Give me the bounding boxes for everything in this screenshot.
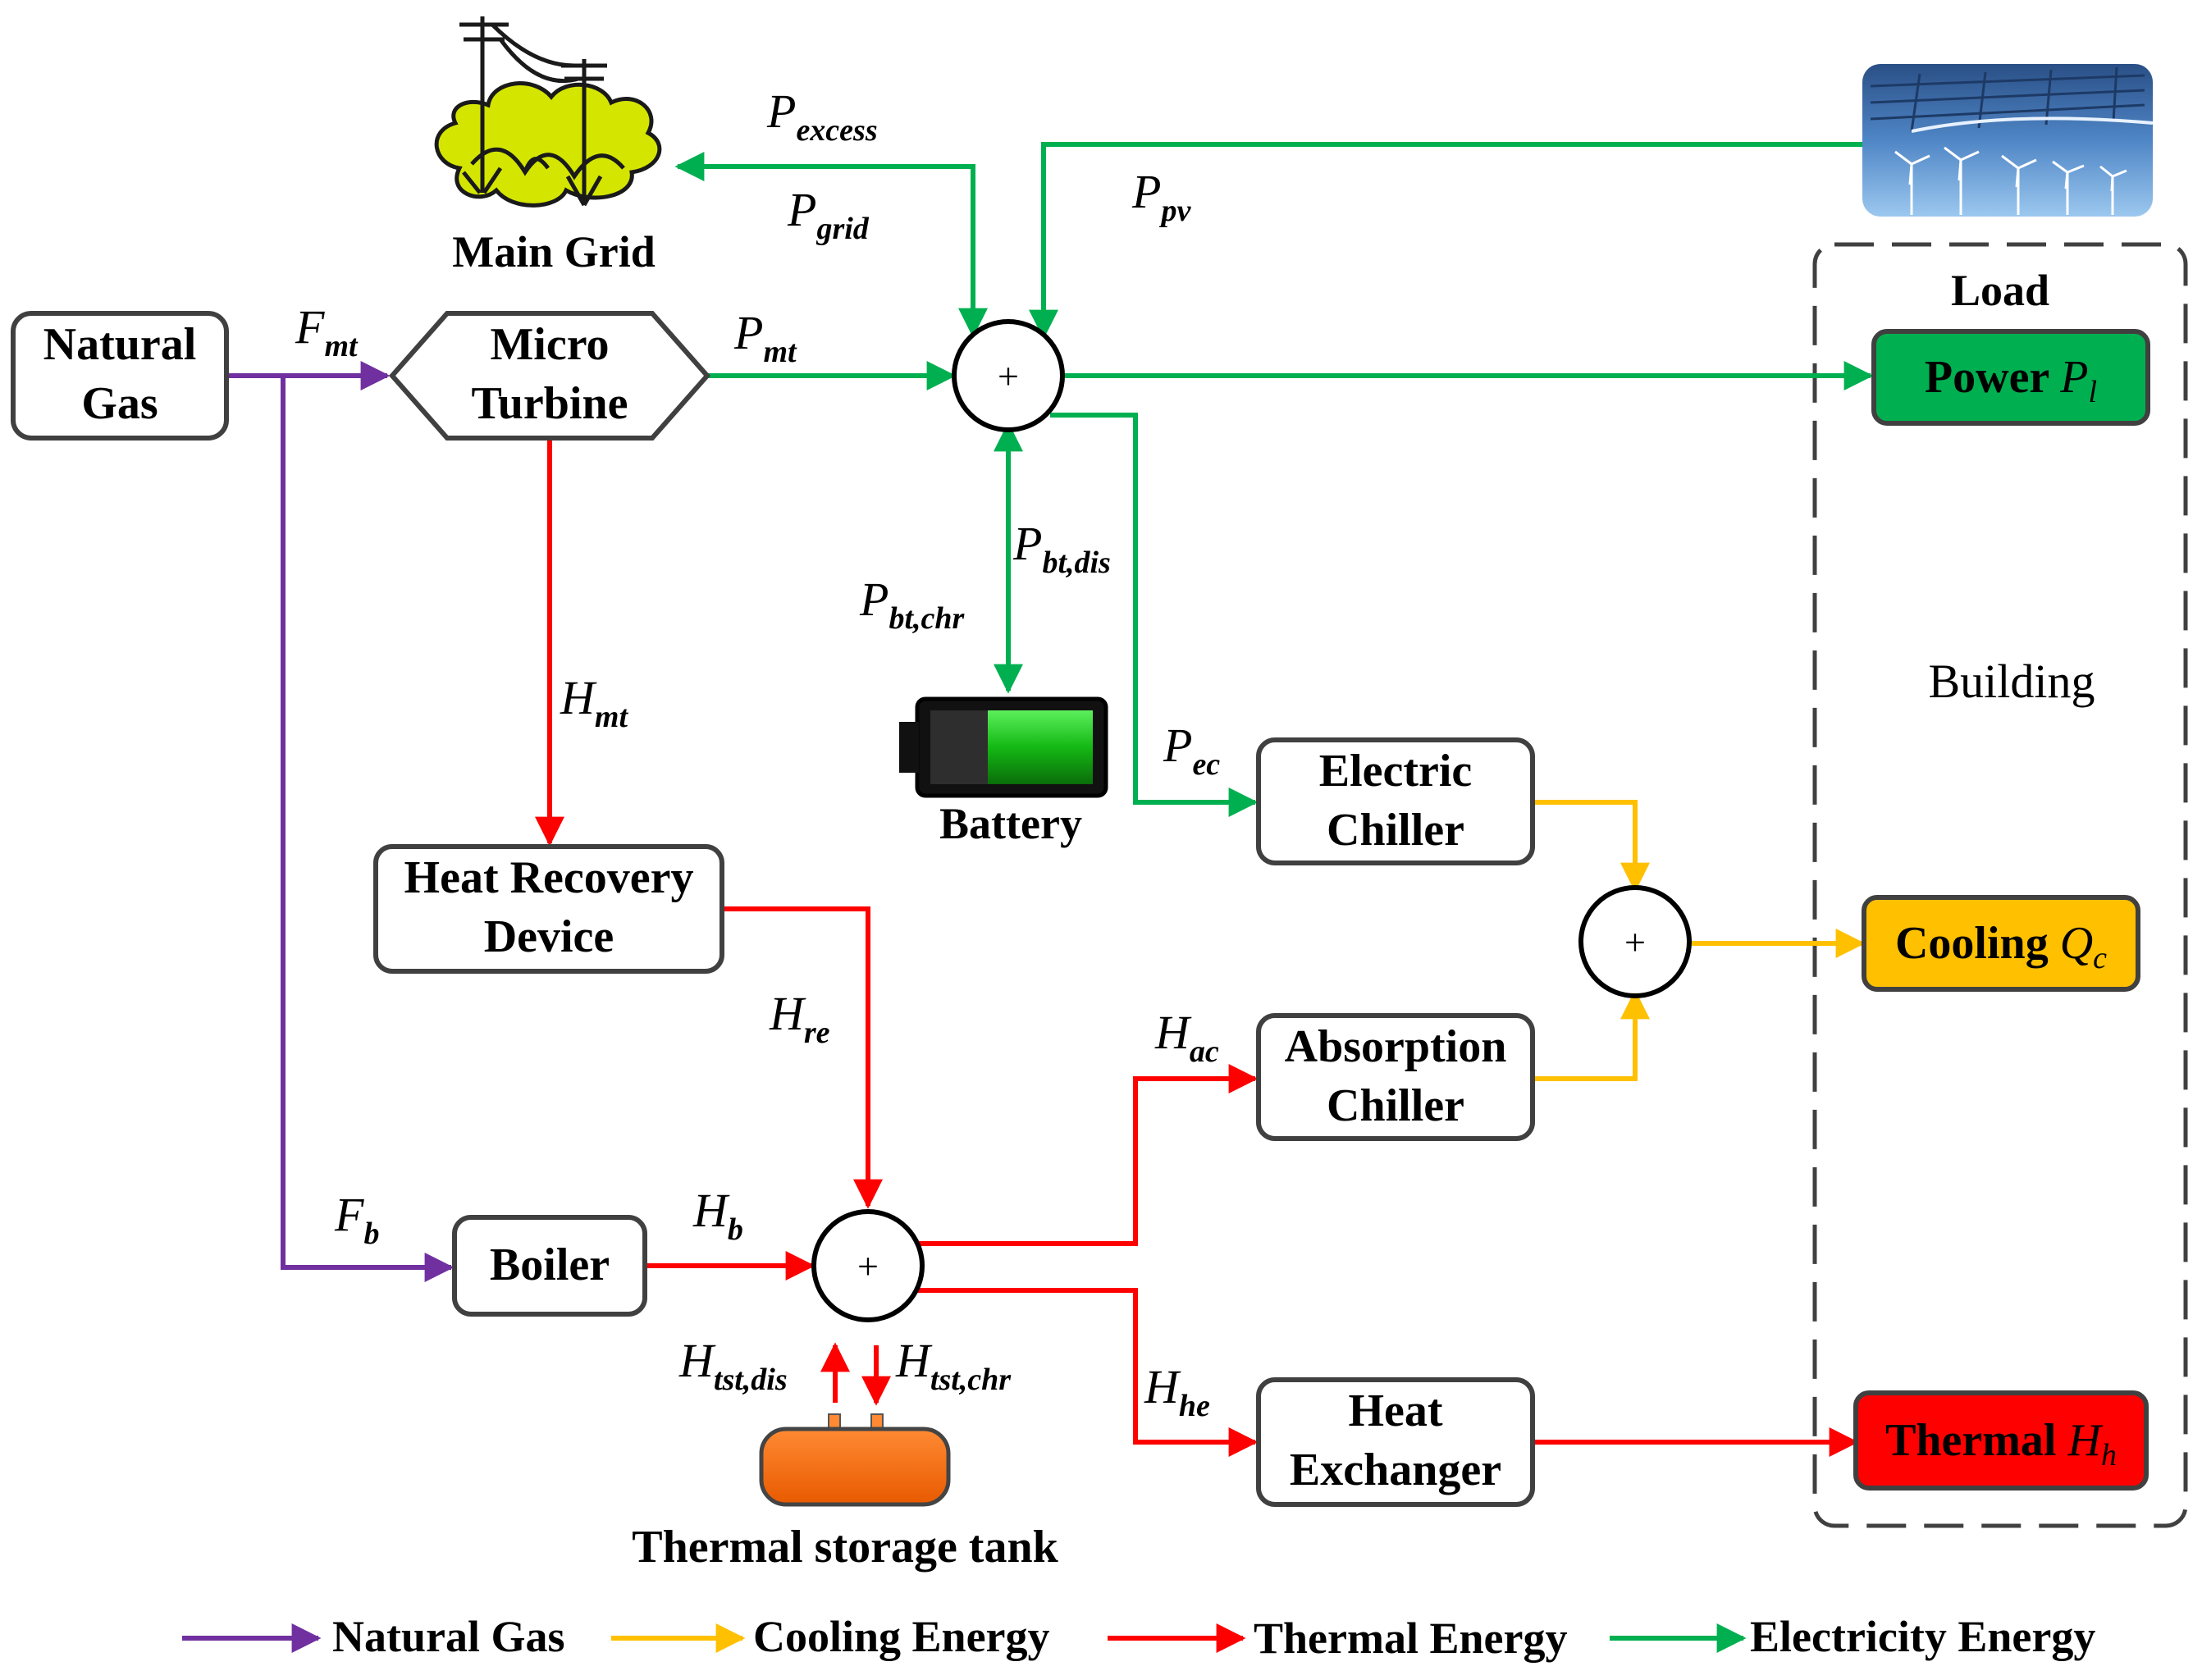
electric-junction-plus: + xyxy=(998,355,1019,397)
pv-wind-picture xyxy=(1862,64,2154,217)
battery-label: Battery xyxy=(939,799,1082,848)
legend-natural-gas: Natural Gas xyxy=(182,1612,565,1661)
thermal-load-text: Thermal xyxy=(1885,1415,2056,1466)
electric-chiller-label-1: Electric xyxy=(1319,746,1473,797)
building-label: Building xyxy=(1928,655,2095,708)
load-building-container xyxy=(1812,242,2188,1528)
flow-hre xyxy=(722,906,883,1209)
heat-recovery-label-2: Device xyxy=(484,911,614,962)
legend-label-cooling-energy: Cooling Energy xyxy=(753,1612,1050,1661)
boiler-label: Boiler xyxy=(490,1239,610,1290)
power-load-subscript: l xyxy=(2089,375,2098,409)
label-h-tst-chr: Htst,chr xyxy=(895,1334,1012,1397)
electric-junction: + xyxy=(952,319,1065,432)
flow-grid-excess xyxy=(674,152,988,338)
label-p-mt: Pmt xyxy=(733,306,797,369)
svg-text:Power Pl: Power Pl xyxy=(1925,352,2097,409)
thermal-flows xyxy=(535,440,1859,1457)
flow-pec xyxy=(1050,413,1259,817)
flow-hhe xyxy=(917,1288,1259,1457)
label-p-ec: Pec xyxy=(1163,719,1220,782)
thermal-storage-label: Thermal storage tank xyxy=(632,1522,1058,1573)
heat-recovery-label-1: Heat Recovery xyxy=(404,852,694,903)
battery-icon: Battery xyxy=(899,696,1108,848)
label-p-bt-dis: Pbt,dis xyxy=(1012,517,1111,580)
natural-gas-label-2: Gas xyxy=(81,378,158,429)
thermal-load-box: Thermal Hh xyxy=(1853,1390,2149,1491)
flow-labels: Pexcess Pgrid Ppv Fmt Pmt Pbt,dis Pbt,ch… xyxy=(295,84,1220,1423)
micro-turbine-box: Micro Turbine xyxy=(389,311,710,441)
cooling-junction-plus: + xyxy=(1624,921,1646,963)
thermal-load-subscript: h xyxy=(2101,1438,2117,1472)
main-grid-label: Main Grid xyxy=(452,227,656,276)
label-f-mt: Fmt xyxy=(295,300,359,363)
absorption-chiller-label-2: Chiller xyxy=(1327,1080,1464,1131)
boiler-box: Boiler xyxy=(452,1215,647,1317)
legend-label-electricity-energy: Electricity Energy xyxy=(1750,1612,2095,1661)
power-load-symbol: P xyxy=(2059,352,2088,403)
gas-flows xyxy=(226,361,455,1282)
natural-gas-label-1: Natural xyxy=(43,319,197,370)
cooling-load-subscript: c xyxy=(2093,941,2107,975)
heat-recovery-box: Heat Recovery Device xyxy=(373,844,724,974)
main-grid-icon: Main Grid xyxy=(434,16,662,276)
natural-gas-box: Natural Gas xyxy=(11,311,229,441)
label-h-b: Hb xyxy=(692,1184,743,1247)
power-load-box: Power Pl xyxy=(1871,329,2150,426)
load-title: Load xyxy=(1951,266,2049,315)
absorption-chiller-label-1: Absorption xyxy=(1285,1021,1507,1072)
label-p-grid: Pgrid xyxy=(787,183,870,246)
legend: Natural Gas Cooling Energy Thermal Energ… xyxy=(182,1612,2095,1663)
svg-text:Cooling Qc: Cooling Qc xyxy=(1895,918,2107,975)
micro-turbine-label-1: Micro xyxy=(490,319,609,370)
heat-exchanger-label-1: Heat xyxy=(1348,1386,1442,1436)
label-h-he: Hhe xyxy=(1144,1360,1210,1423)
thermal-load-symbol: H xyxy=(2067,1415,2103,1466)
flow-ppv xyxy=(1029,142,1862,340)
heat-exchanger-box: Heat Exchanger xyxy=(1256,1377,1535,1507)
electric-chiller-label-2: Chiller xyxy=(1327,805,1464,856)
cooling-load-text: Cooling xyxy=(1895,918,2049,969)
label-f-b: Fb xyxy=(334,1188,379,1251)
label-p-pv: Ppv xyxy=(1131,165,1191,228)
label-h-tst-dis: Htst,dis xyxy=(678,1334,788,1397)
heat-exchanger-label-2: Exchanger xyxy=(1290,1445,1501,1495)
cooling-junction: + xyxy=(1578,885,1692,998)
thermal-junction: + xyxy=(811,1209,925,1322)
flow-ec-cooling xyxy=(1533,800,1650,892)
cooling-load-symbol: Q xyxy=(2060,918,2093,969)
label-h-ac: Hac xyxy=(1154,1006,1219,1069)
label-p-bt-chr: Pbt,chr xyxy=(859,573,965,636)
electric-flows xyxy=(674,142,1874,817)
legend-thermal-energy: Thermal Energy xyxy=(1108,1614,1567,1663)
label-p-excess: Pexcess xyxy=(766,84,878,148)
legend-label-natural-gas: Natural Gas xyxy=(332,1612,565,1661)
legend-cooling-energy: Cooling Energy xyxy=(611,1612,1050,1661)
absorption-chiller-box: Absorption Chiller xyxy=(1256,1013,1535,1141)
legend-label-thermal-energy: Thermal Energy xyxy=(1254,1614,1567,1663)
micro-turbine-label-2: Turbine xyxy=(472,378,628,429)
thermal-junction-plus: + xyxy=(857,1245,879,1287)
power-load-text: Power xyxy=(1925,352,2049,403)
electric-chiller-box: Electric Chiller xyxy=(1256,737,1535,865)
cooling-flows xyxy=(1533,800,1866,1081)
legend-electricity-energy: Electricity Energy xyxy=(1610,1612,2095,1661)
label-h-re: Hre xyxy=(769,987,830,1050)
thermal-storage-tank-icon: Thermal storage tank xyxy=(632,1413,1059,1573)
label-h-mt: Hmt xyxy=(560,671,628,734)
svg-text:Thermal Hh: Thermal Hh xyxy=(1885,1415,2117,1472)
cooling-load-box: Cooling Qc xyxy=(1862,895,2140,992)
flow-fb xyxy=(281,376,455,1282)
flow-hac xyxy=(917,1064,1259,1246)
flow-ac-cooling xyxy=(1533,989,1650,1081)
